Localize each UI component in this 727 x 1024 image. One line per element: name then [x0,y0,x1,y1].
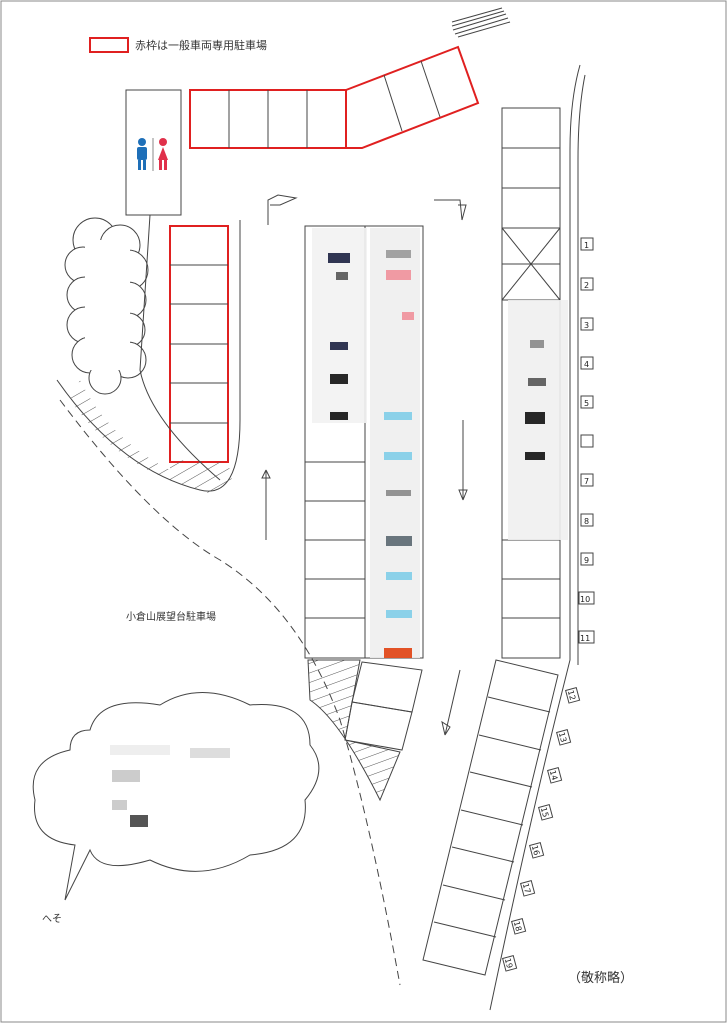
number-box: 16 [529,842,545,859]
svg-text:10: 10 [580,595,590,604]
center-parking-block [304,225,424,659]
stripes-decoration [451,7,511,38]
honorific-note: （敬称略） [568,970,633,986]
svg-text:9: 9 [584,556,589,565]
number-box: 5 [580,395,594,409]
callout-label: へそ [42,913,62,925]
legend-swatch [89,37,129,53]
hatch-area-lower [307,659,401,802]
number-box: 18 [511,918,527,935]
number-box: 10 [578,591,595,605]
restroom-icon [137,138,168,171]
svg-text:19: 19 [503,957,514,969]
restroom-building [125,89,182,216]
svg-text:2: 2 [584,281,589,290]
svg-text:13: 13 [557,731,568,743]
svg-text:14: 14 [548,769,559,781]
svg-text:5: 5 [584,399,589,408]
number-box: 3 [580,317,594,331]
number-box: 11 [578,630,595,644]
svg-text:18: 18 [512,920,523,932]
road-right [489,64,586,1011]
svg-text:15: 15 [539,806,550,818]
legend: 赤枠は一般車両専用駐車場 [89,37,267,53]
number-box: 19 [502,955,518,972]
number-box: 15 [538,804,554,821]
tree-icon [64,217,149,395]
cloud-callout [32,692,320,901]
svg-text:1: 1 [584,241,589,250]
number-box: 17 [520,880,536,897]
dashed-road-edge [59,399,401,986]
svg-text:16: 16 [530,844,541,856]
lot-name-label: 小倉山展望台駐車場 [126,610,216,623]
arrow-icon [261,194,468,736]
number-box: 14 [547,767,563,784]
svg-text:11: 11 [580,634,590,643]
svg-text:8: 8 [584,517,589,526]
lower-stalls-diagonal [422,659,559,976]
lower-row-numbers: 12 13 14 15 16 17 18 19 [502,687,581,972]
right-column-numbers: 1 2 3 4 5 7 8 9 10 11 [578,237,595,644]
number-box: 7 [580,473,594,487]
mosaic-overlay [312,228,568,658]
number-box: 13 [556,729,572,746]
svg-text:17: 17 [521,882,532,894]
number-box: 8 [580,513,594,527]
number-box: 9 [580,552,594,566]
number-box: 1 [580,237,594,251]
legend-label: 赤枠は一般車両専用駐車場 [135,38,267,52]
svg-text:12: 12 [566,689,577,701]
number-box: 2 [580,277,594,291]
red-stalls-left [169,225,229,463]
svg-text:7: 7 [584,477,589,486]
red-stalls-top [189,45,480,149]
hatch-area-left [70,380,232,494]
svg-text:4: 4 [584,360,589,369]
number-box: 12 [565,687,581,704]
svg-text:3: 3 [584,321,589,330]
number-box: 4 [580,356,594,370]
number-box [580,434,594,448]
